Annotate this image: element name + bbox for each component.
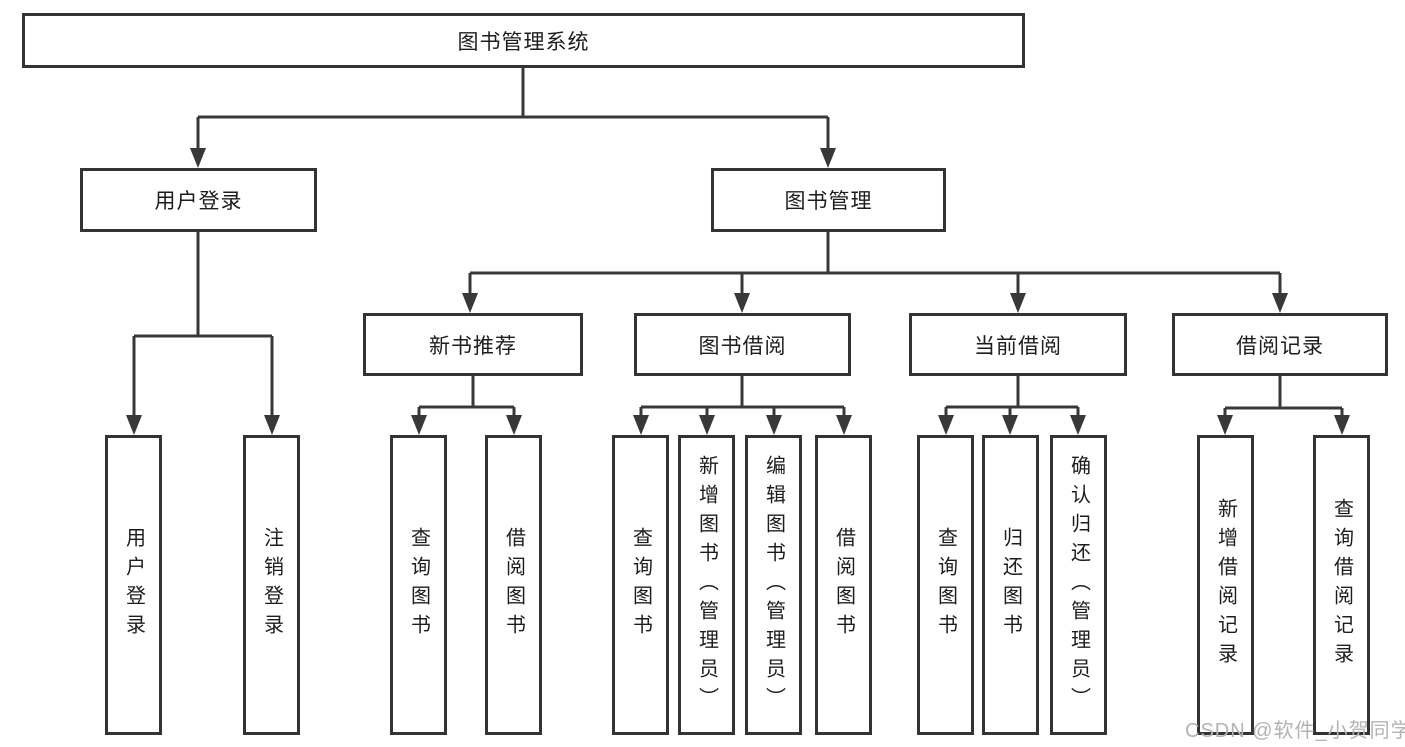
node-new-book-recommend-label: 新书推荐 <box>429 334 517 358</box>
leaf-br-add-record-label: 新增借阅记录 <box>1214 498 1237 672</box>
node-book-management: 图书管理 <box>711 168 946 232</box>
leaf-cb-query-books-label: 查询图书 <box>934 527 957 643</box>
node-borrow-records: 借阅记录 <box>1172 313 1388 376</box>
leaf-nbr-borrow-books: 借阅图书 <box>485 435 542 735</box>
node-new-book-recommend: 新书推荐 <box>363 313 583 376</box>
csdn-watermark: CSDN @软件_小贺同学 <box>1185 720 1405 742</box>
leaf-bb-borrow-books: 借阅图书 <box>815 435 872 735</box>
node-book-borrow-label: 图书借阅 <box>698 334 787 358</box>
leaf-cb-return-books-label: 归还图书 <box>999 527 1022 643</box>
leaf-bb-borrow-books-label: 借阅图书 <box>832 527 855 643</box>
node-book-management-label: 图书管理 <box>784 190 873 213</box>
leaf-bb-query-books: 查询图书 <box>612 435 669 735</box>
node-user-login-label: 用户登录 <box>154 190 243 213</box>
node-root-label: 图书管理系统 <box>457 30 590 54</box>
leaf-logout: 注销登录 <box>243 435 300 735</box>
leaf-user-login: 用户登录 <box>105 435 162 735</box>
leaf-logout-label: 注销登录 <box>260 527 283 643</box>
leaf-br-query-record: 查询借阅记录 <box>1313 435 1370 735</box>
node-current-borrow: 当前借阅 <box>909 313 1127 376</box>
leaf-nbr-query-books-label: 查询图书 <box>407 527 430 643</box>
node-book-borrow: 图书借阅 <box>634 313 851 376</box>
leaf-bb-edit-books-admin-label: 编辑图书（管理员） <box>762 454 785 716</box>
leaf-bb-add-books-admin-label: 新增图书（管理员） <box>695 454 718 716</box>
leaf-cb-confirm-return-admin: 确认归还（管理员） <box>1050 435 1107 735</box>
node-root: 图书管理系统 <box>22 13 1025 68</box>
leaf-cb-return-books: 归还图书 <box>982 435 1039 735</box>
node-borrow-records-label: 借阅记录 <box>1236 334 1324 358</box>
leaf-br-query-record-label: 查询借阅记录 <box>1330 498 1353 672</box>
leaf-br-add-record: 新增借阅记录 <box>1197 435 1254 735</box>
leaf-bb-query-books-label: 查询图书 <box>629 527 652 643</box>
node-user-login: 用户登录 <box>80 168 317 232</box>
leaf-bb-edit-books-admin: 编辑图书（管理员） <box>745 435 802 735</box>
leaf-nbr-borrow-books-label: 借阅图书 <box>502 527 525 643</box>
leaf-bb-add-books-admin: 新增图书（管理员） <box>678 435 735 735</box>
leaf-nbr-query-books: 查询图书 <box>390 435 447 735</box>
leaf-user-login-label: 用户登录 <box>122 527 145 643</box>
leaf-cb-query-books: 查询图书 <box>917 435 974 735</box>
node-current-borrow-label: 当前借阅 <box>974 334 1062 358</box>
leaf-cb-confirm-return-admin-label: 确认归还（管理员） <box>1067 454 1090 716</box>
